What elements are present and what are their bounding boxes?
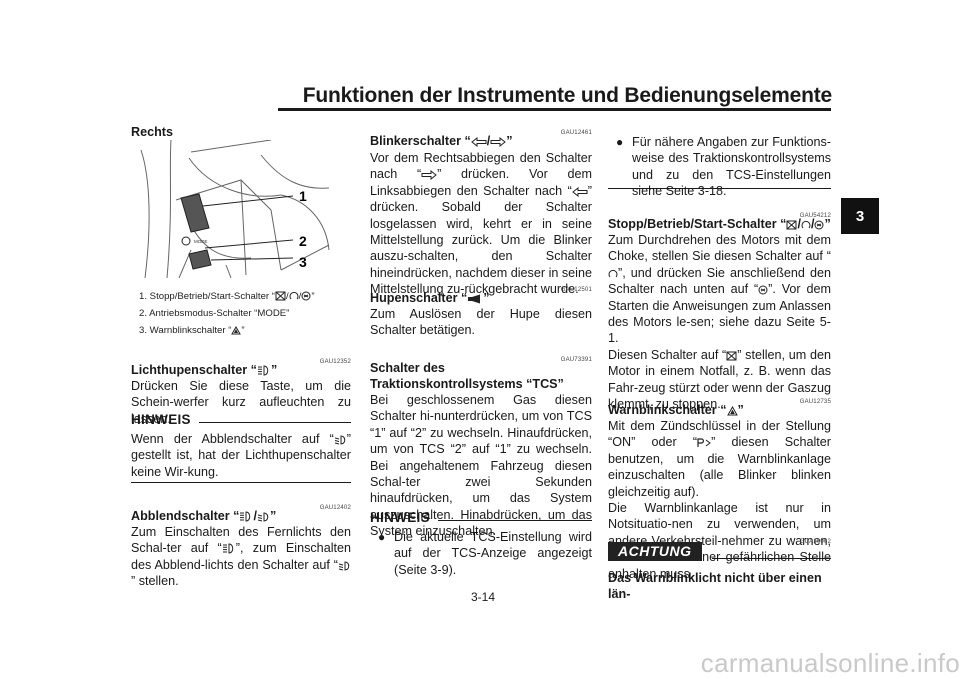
achtung-text: Das Warnblinklicht nicht über einen län- (608, 571, 822, 601)
turn-left-icon (571, 186, 588, 197)
mode-label: MODE (194, 239, 208, 244)
turn-right-icon (421, 170, 437, 181)
engine-start-icon (758, 285, 768, 295)
code-gca10062: GCA10062 (799, 539, 831, 545)
text-warnblinkschalter: Mit dem Zündschlüssel in der Stellung “O… (608, 419, 831, 581)
title-rule (278, 108, 831, 111)
hazard-icon (231, 326, 242, 335)
text-stopp-betrieb-start: Zum Durchdrehen des Motors mit dem Choke… (608, 233, 831, 412)
engine-stop-icon (786, 220, 797, 230)
engine-run-icon (608, 269, 618, 278)
code-gau12352: GAU12352 (319, 359, 351, 365)
callout-3: 3 (299, 254, 307, 270)
hinweis-header-2: HINWEIS (370, 510, 592, 526)
callout-2: 2 (299, 233, 307, 249)
heading-hupenschalter: Hupenschalter “” (370, 291, 490, 305)
low-beam-icon (338, 561, 350, 571)
text-hupenschalter: Zum Auslösen der Hupe diesen Schalter be… (370, 307, 592, 338)
bullet-dot: ● (616, 135, 624, 149)
text-blinkerschalter: Vor dem Rechtsabbiegen den Schalter nach… (370, 151, 592, 297)
low-beam-icon (257, 512, 269, 522)
heading-blinkerschalter: Blinkerschalter “/” (370, 134, 513, 148)
hinweis-end-rule-1 (131, 482, 351, 483)
low-beam-icon (334, 435, 346, 445)
high-beam-icon (240, 511, 251, 522)
engine-stop-icon (726, 351, 737, 361)
handlebar-illustration: MODE 1 2 3 (140, 139, 330, 279)
callout-1: 1 (299, 188, 307, 204)
achtung-badge: ACHTUNG (608, 542, 702, 562)
heading-stopp-betrieb-start: Stopp/Betrieb/Start-Schalter “//” (608, 217, 831, 231)
hinweis-header-1: HINWEIS (131, 412, 351, 428)
engine-stop-icon (275, 291, 286, 301)
code-gau73391: GAU73391 (560, 357, 592, 363)
hinweis-bullet-tcs: ● Die aktuelle TCS-Einstellung wird auf … (378, 530, 592, 577)
code-gau12402: GAU12402 (319, 505, 351, 511)
hinweis-end-rule-2 (608, 188, 831, 189)
heading-tcs-schalter: Schalter des Traktionskontrollsystems “T… (370, 361, 564, 391)
engine-run-icon (289, 291, 299, 300)
caption-1: 1. Stopp/Betrieb/Start-Schalter “//” (139, 291, 315, 302)
watermark: carmanualsonline.info (700, 648, 960, 678)
code-gau12461: GAU12461 (560, 130, 592, 136)
high-beam-icon (222, 543, 233, 554)
stop-switch-shape (180, 193, 210, 233)
hinweis-text-1: Wenn der Abblendschalter auf “” gestellt… (131, 432, 351, 479)
bullet-tcs-details: ● Für nähere Angaben zur Funktions-weise… (616, 135, 831, 199)
caption-3: 3. Warnblinkschalter “” (139, 325, 245, 336)
high-beam-icon (257, 365, 269, 376)
section-title-rechts: Rechts (131, 125, 173, 139)
text-tcs-schalter: Bei geschlossenem Gas diesen Schalter hi… (370, 393, 592, 539)
page-title: Funktionen der Instrumente und Bedienung… (302, 84, 832, 107)
hazard-icon (726, 406, 738, 416)
horn-icon (468, 294, 481, 304)
turn-right-icon (490, 137, 507, 147)
text-abblendschalter: Zum Einschalten des Fernlichts den Schal… (131, 525, 351, 589)
bullet-dot: ● (378, 530, 386, 544)
heading-abblendschalter: Abblendschalter “/” (131, 509, 277, 523)
page-number: 3-14 (470, 590, 496, 604)
code-gau12735: GAU12735 (799, 399, 831, 405)
achtung-rule (711, 558, 831, 560)
text-lichthupe: Drücken Sie diese Taste, um die Schein-w… (131, 379, 351, 426)
engine-run-icon (801, 220, 811, 229)
parking-icon (697, 438, 711, 448)
code-gau54212: GAU54212 (799, 213, 831, 219)
achtung-header: ACHTUNG (608, 542, 831, 562)
caption-2: 2. Antriebsmodus-Schalter “MODE” (139, 308, 290, 319)
code-gau12501: GAU12501 (560, 287, 592, 293)
engine-start-icon (301, 291, 311, 301)
hazard-switch-shape (188, 249, 212, 270)
heading-lichthupenschalter: Lichthupenschalter “” (131, 363, 278, 377)
figure-captions: 1. Stopp/Betrieb/Start-Schalter “//” 2. … (139, 290, 354, 337)
engine-start-icon (814, 220, 824, 230)
handlebar-switch-figure: MODE 1 2 3 (131, 139, 331, 280)
turn-left-icon (470, 137, 487, 147)
heading-warnblinkschalter: Warnblinkschalter “” (608, 403, 744, 417)
chapter-tab: 3 (841, 198, 879, 234)
